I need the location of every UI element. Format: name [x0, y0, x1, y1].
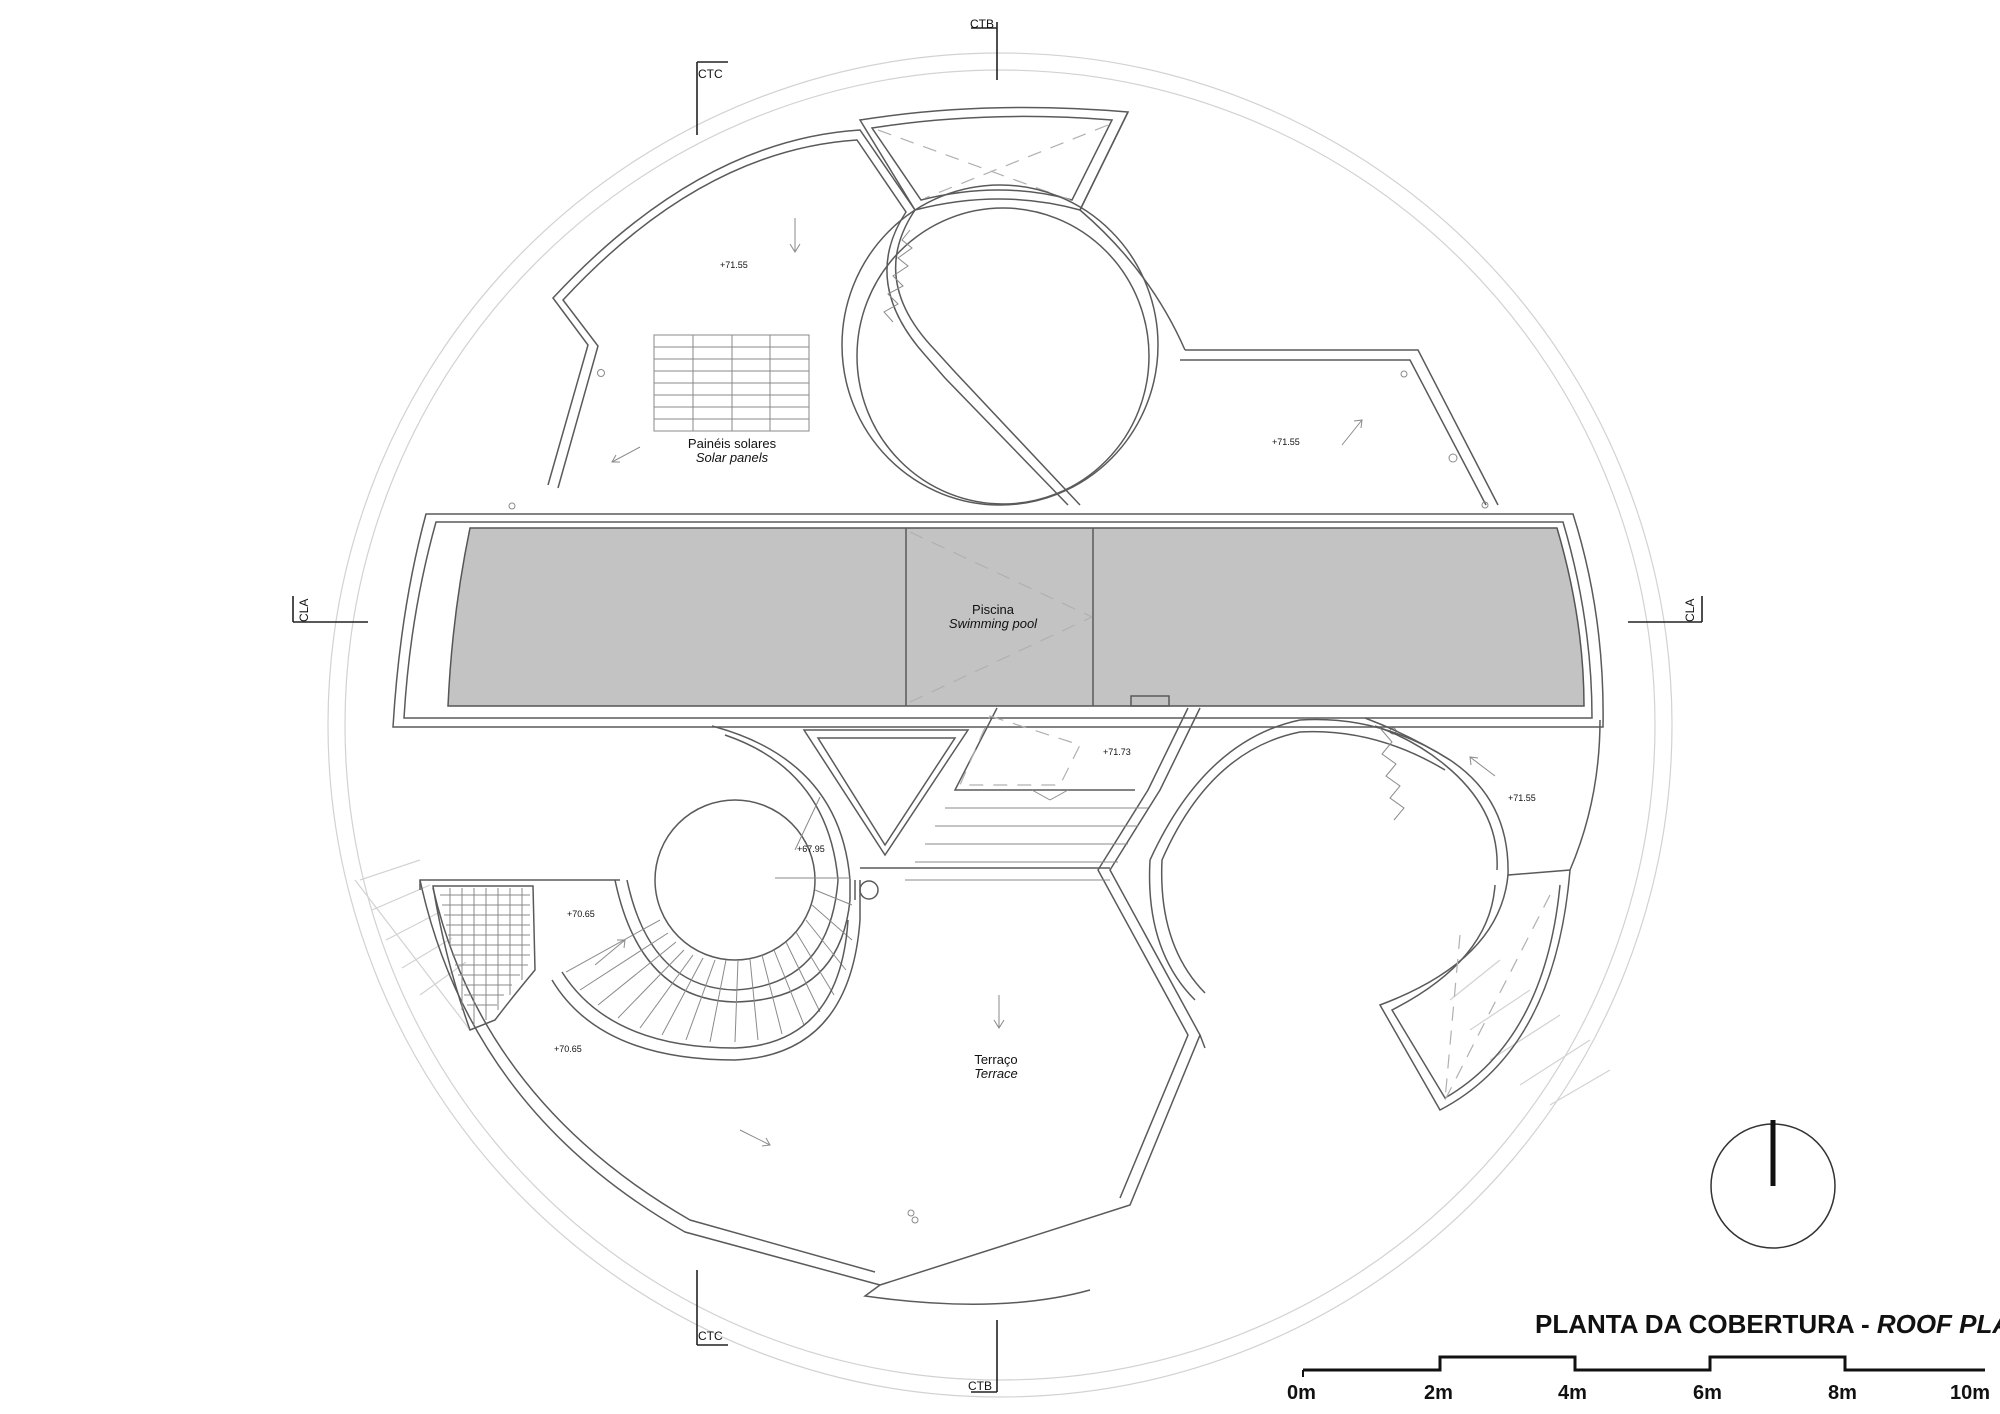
pool-band [392, 513, 1604, 728]
pool-label-en: Swimming pool [949, 616, 1038, 631]
section-marker-ctb-bottom: CTB [968, 1320, 998, 1393]
elevation-stair-left: +70.65 [567, 909, 595, 919]
exterior-stair-right [1449, 959, 1611, 1106]
north-arrow [1710, 1120, 1836, 1249]
section-marker-cla-right: CLA [1628, 596, 1703, 623]
ctb-bottom-label: CTB [968, 1379, 992, 1393]
scale-tick-0: 0m [1287, 1382, 1316, 1404]
terrace-label: Terraço [974, 1052, 1017, 1067]
elevation-top-right: +71.55 [1272, 437, 1300, 447]
ctc-top-label: CTC [698, 67, 723, 81]
elevation-lower-left: +70.65 [554, 1044, 582, 1054]
elevation-center: +71.73 [1103, 747, 1131, 757]
north-circular-void [841, 184, 1159, 506]
roof-drains [508, 369, 1489, 1224]
south-arm [863, 1034, 1206, 1305]
plan-title-pt: PLANTA DA COBERTURA - [1535, 1309, 1877, 1339]
scale-tick-6: 6m [1693, 1382, 1722, 1404]
southeast-wing [1148, 717, 1601, 1111]
plan-title-en: ROOF PLAN [1877, 1309, 2000, 1339]
ctb-top-label: CTB [970, 17, 994, 31]
scale-tick-10: 10m [1950, 1382, 1990, 1404]
scale-tick-2: 2m [1424, 1382, 1453, 1404]
ctc-bottom-label: CTC [698, 1329, 723, 1343]
hatched-block [440, 888, 530, 1025]
exterior-stair-left [354, 859, 471, 1031]
southwest-wing [419, 725, 970, 1286]
scale-bar: 0m 2m 4m 6m 8m 10m [1287, 1355, 1990, 1404]
section-marker-ctc-top: CTC [696, 61, 728, 135]
cla-left-label: CLA [297, 599, 311, 622]
scale-tick-8: 8m [1828, 1382, 1857, 1404]
plan-title: PLANTA DA COBERTURA - ROOF PLAN [1535, 1309, 2000, 1339]
section-marker-ctc-bottom: CTC [696, 1270, 728, 1346]
north-wing [547, 106, 1499, 506]
elevation-right: +71.55 [1508, 793, 1536, 803]
elevation-stair-top: +67.95 [797, 844, 825, 854]
solar-panels-label: Painéis solares [688, 436, 777, 451]
section-marker-cla-left: CLA [292, 596, 368, 623]
slope-arrows [594, 218, 1496, 1147]
terrace-label-en: Terrace [974, 1066, 1018, 1081]
cla-right-label: CLA [1683, 599, 1697, 622]
site-circle [327, 52, 1673, 1398]
elevation-top-left: +71.55 [720, 260, 748, 270]
pool-label: Piscina [972, 602, 1015, 617]
central-steps [854, 707, 1201, 1286]
solar-panels-label-en: Solar panels [696, 450, 769, 465]
scale-tick-4: 4m [1558, 1382, 1587, 1404]
solar-panels [653, 334, 810, 432]
section-marker-ctb-top: CTB [970, 17, 998, 80]
